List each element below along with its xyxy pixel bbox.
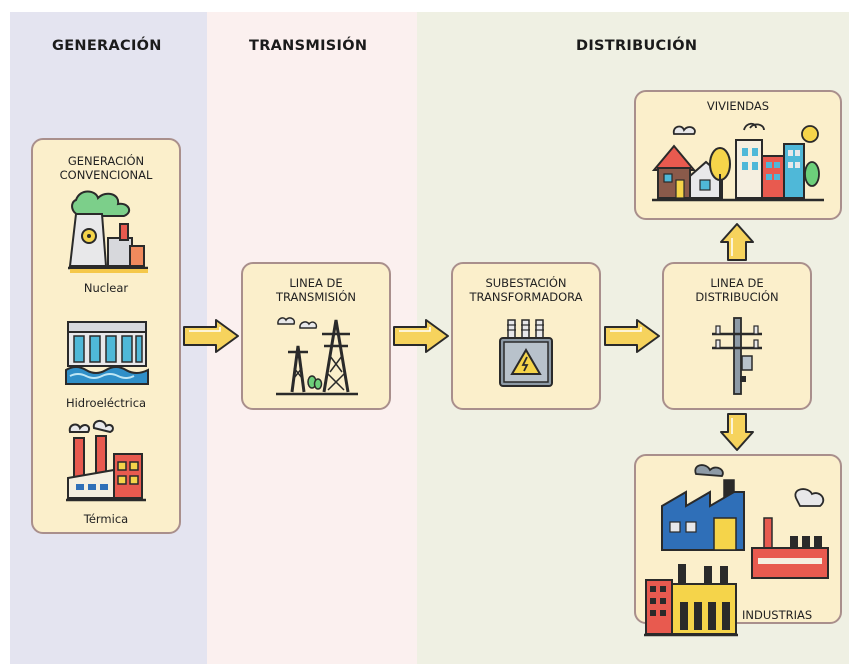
industry-label: INDUSTRIAS: [742, 608, 813, 622]
transmission-tower-icon: [276, 317, 358, 396]
nuclear-plant-icon: [68, 190, 148, 273]
arrow-substation-to-distribution: [604, 319, 660, 353]
arrow-distribution-to-industry: [720, 413, 754, 451]
utility-pole-icon: [712, 317, 762, 395]
distribution-line1: LINEA DE: [710, 276, 764, 290]
homes-label: VIVIENDAS: [706, 99, 770, 113]
distribution-line2: DISTRIBUCIÓN: [695, 290, 779, 304]
nuclear-label: Nuclear: [83, 281, 129, 295]
transmission-line1: LINEA DE: [289, 276, 343, 290]
generation-title-line2: CONVENCIONAL: [59, 168, 153, 182]
transmission-line2: TRANSMISIÓN: [276, 290, 356, 304]
transmission-header: TRANSMISIÓN: [249, 38, 368, 54]
generation-title-line1: GENERACIÓN: [67, 154, 145, 168]
hydroelectric-dam-icon: [65, 321, 149, 385]
thermal-plant-icon: [66, 420, 146, 502]
generation-header: GENERACIÓN: [52, 38, 162, 54]
substation-line2: TRANSFORMADORA: [469, 290, 583, 304]
transformer-icon: [499, 319, 553, 387]
arrow-generation-to-transmission: [183, 319, 239, 353]
substation-line1: SUBESTACIÓN: [485, 276, 567, 290]
distribution-header: DISTRIBUCIÓN: [576, 38, 698, 54]
thermal-label: Térmica: [83, 512, 129, 526]
arrow-transmission-to-substation: [393, 319, 449, 353]
arrow-distribution-to-homes: [720, 223, 754, 261]
houses-icon: [651, 122, 824, 202]
factory-icon: [644, 464, 829, 637]
hydro-label: Hidroeléctrica: [65, 396, 147, 410]
